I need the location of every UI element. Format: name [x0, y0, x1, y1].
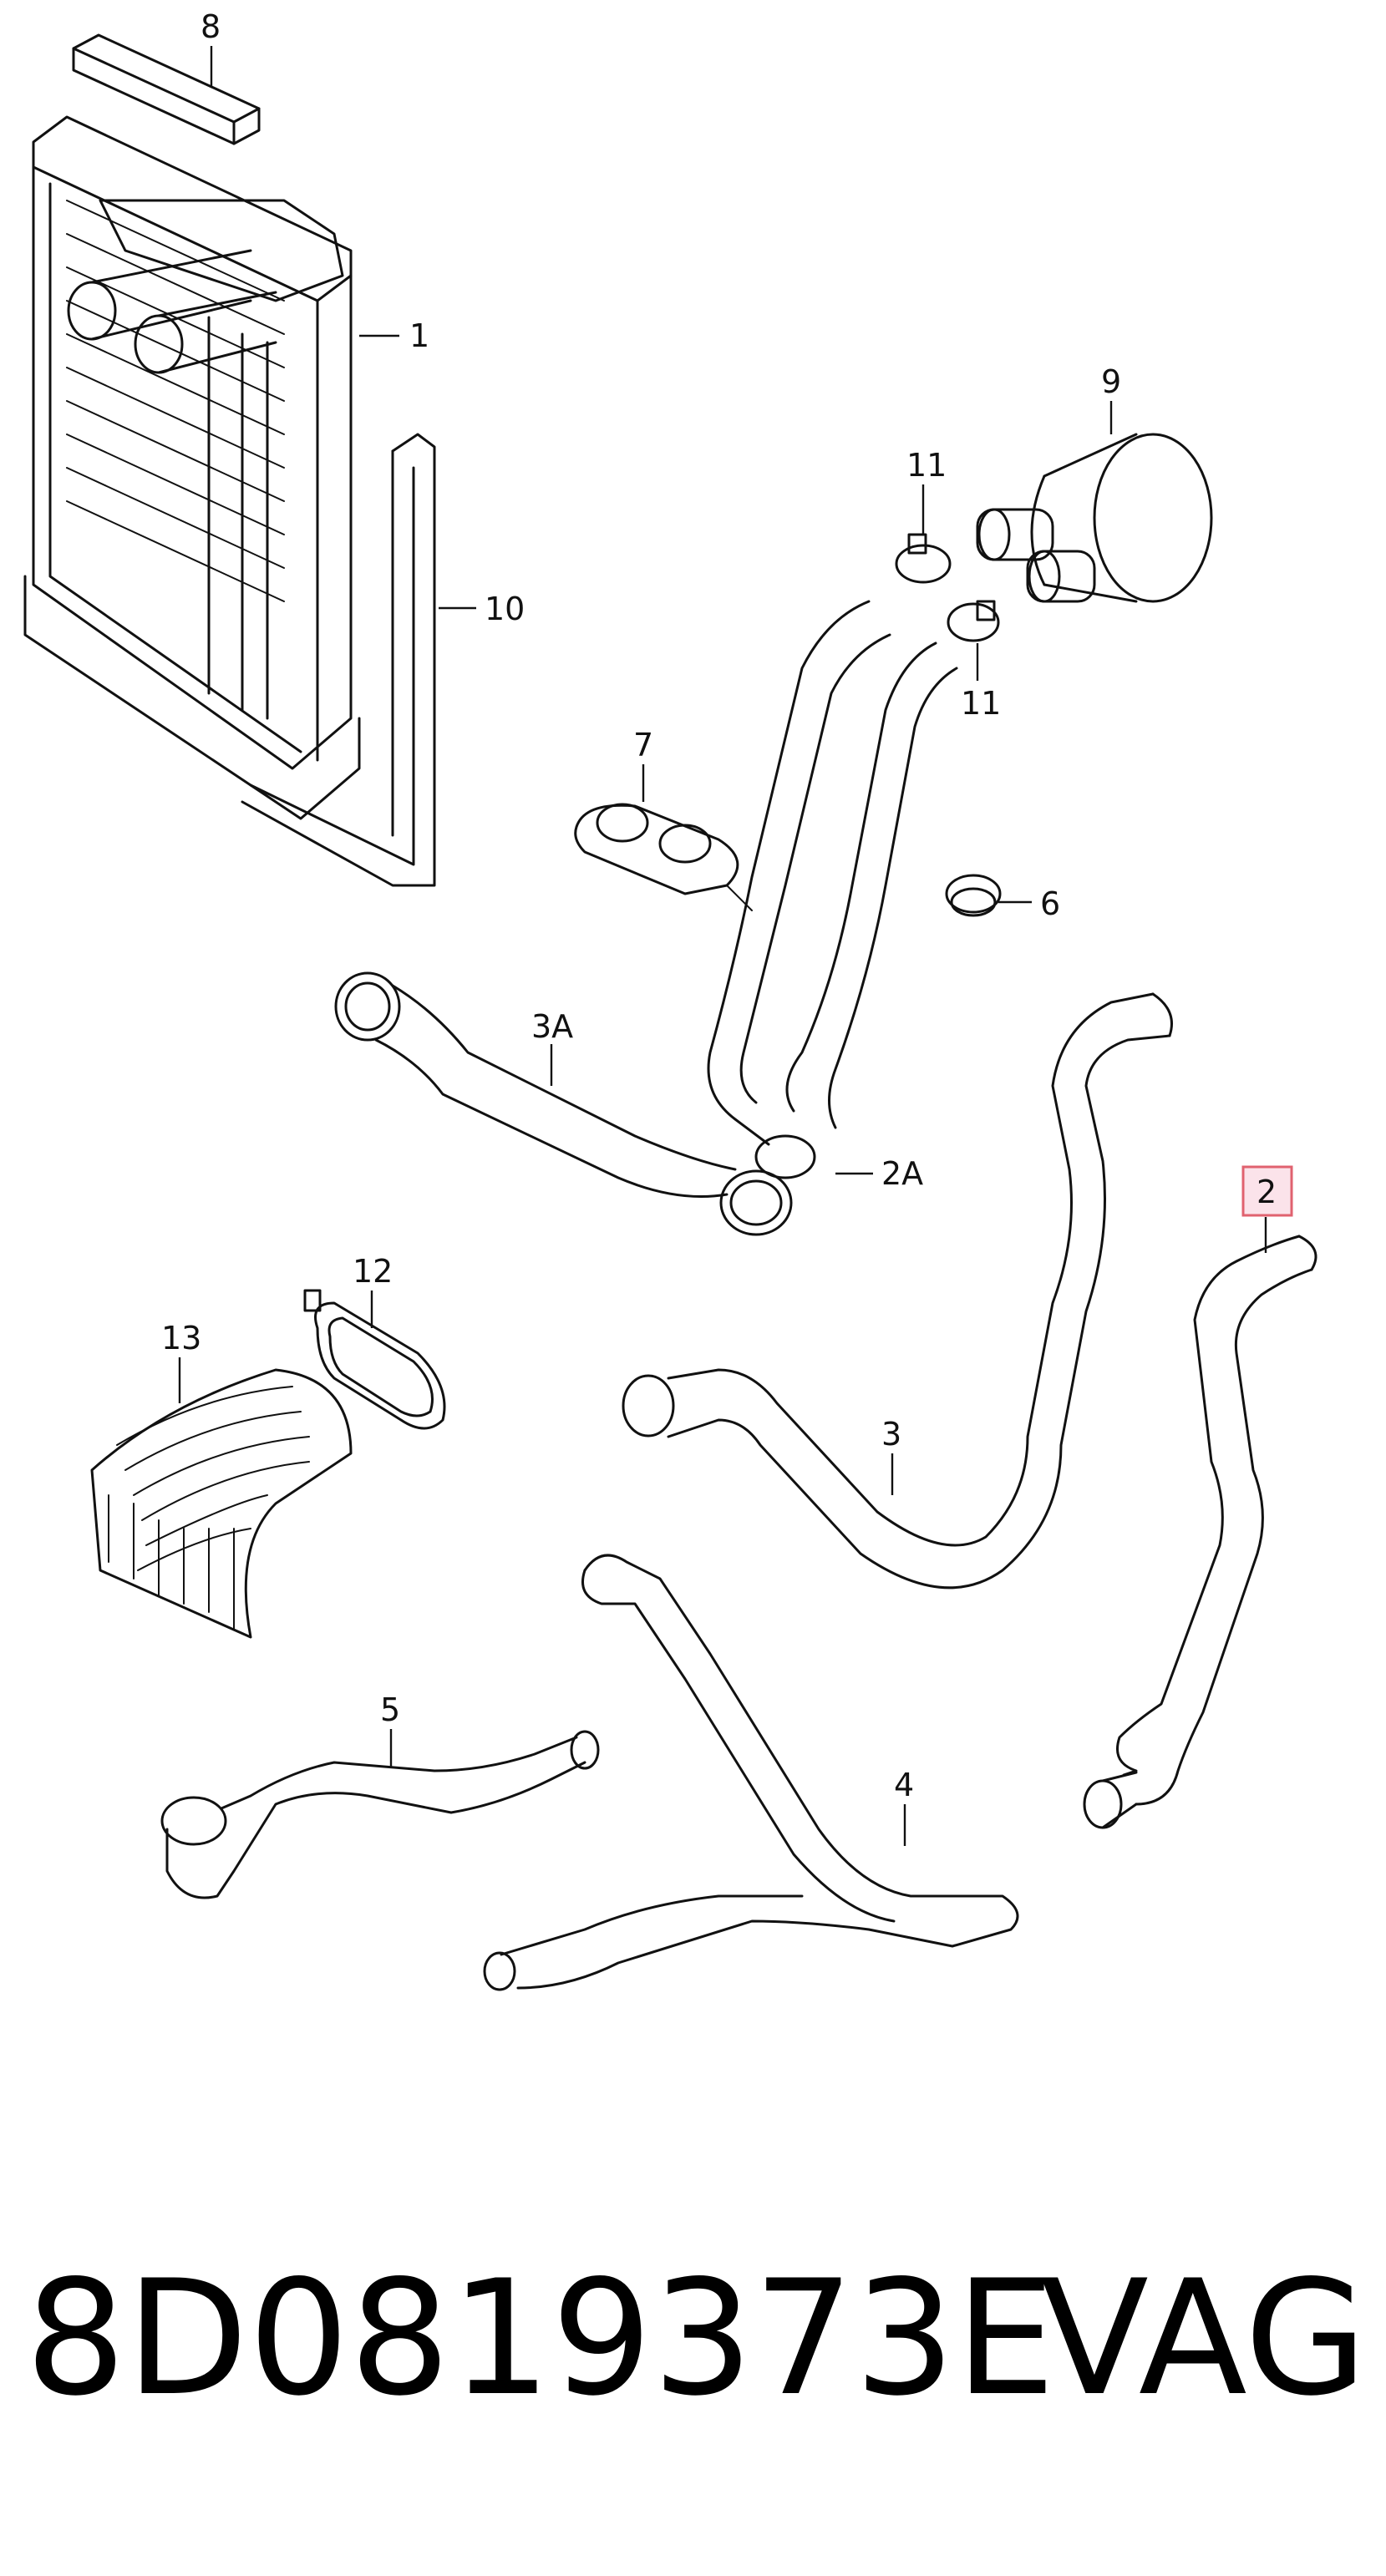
part-1-heater-core	[23, 115, 361, 820]
callout-2: 2	[1257, 1174, 1277, 1210]
callout-3: 3	[881, 1416, 901, 1453]
callout-6: 6	[1040, 885, 1060, 922]
highlight-box-2	[1241, 1165, 1293, 1217]
leader-lines	[178, 46, 1267, 1846]
part-3A-hose	[334, 971, 737, 1198]
part-8-seal-strip	[72, 33, 261, 145]
part-number-footer: 8D0819373E VAG	[0, 2255, 1386, 2422]
callout-3A: 3A	[531, 1008, 573, 1045]
callout-7: 7	[633, 727, 653, 763]
callout-13: 13	[161, 1320, 201, 1356]
part-2A-hose-pair	[707, 600, 958, 1236]
part-3-hose	[622, 992, 1173, 1590]
callout-4: 4	[894, 1767, 914, 1803]
part-5-hose	[160, 1730, 600, 1899]
callout-11-upper: 11	[906, 447, 947, 484]
part-4-hose	[483, 1554, 1019, 1991]
part-11-clamp-lower	[947, 600, 1000, 642]
callout-12: 12	[353, 1253, 393, 1290]
callout-11-lower: 11	[961, 685, 1001, 722]
callout-5: 5	[380, 1691, 400, 1728]
brand-label: VAG	[1040, 2246, 1368, 2431]
part-11-clamp-upper	[895, 533, 952, 584]
callout-10: 10	[485, 591, 525, 627]
callout-1: 1	[409, 317, 429, 354]
part-number: 8D0819373E	[25, 2246, 1056, 2431]
callout-9: 9	[1101, 363, 1121, 400]
part-10-frame-seal	[241, 433, 436, 887]
part-6-clamp	[945, 874, 1002, 917]
callout-8: 8	[201, 8, 221, 45]
part-7-grommet	[574, 803, 753, 911]
part-13-bellows	[90, 1368, 353, 1639]
part-2-hose	[1083, 1235, 1317, 1829]
callout-2A: 2A	[881, 1155, 923, 1192]
part-12-gasket	[303, 1289, 446, 1430]
part-9-valve-housing	[976, 433, 1213, 603]
